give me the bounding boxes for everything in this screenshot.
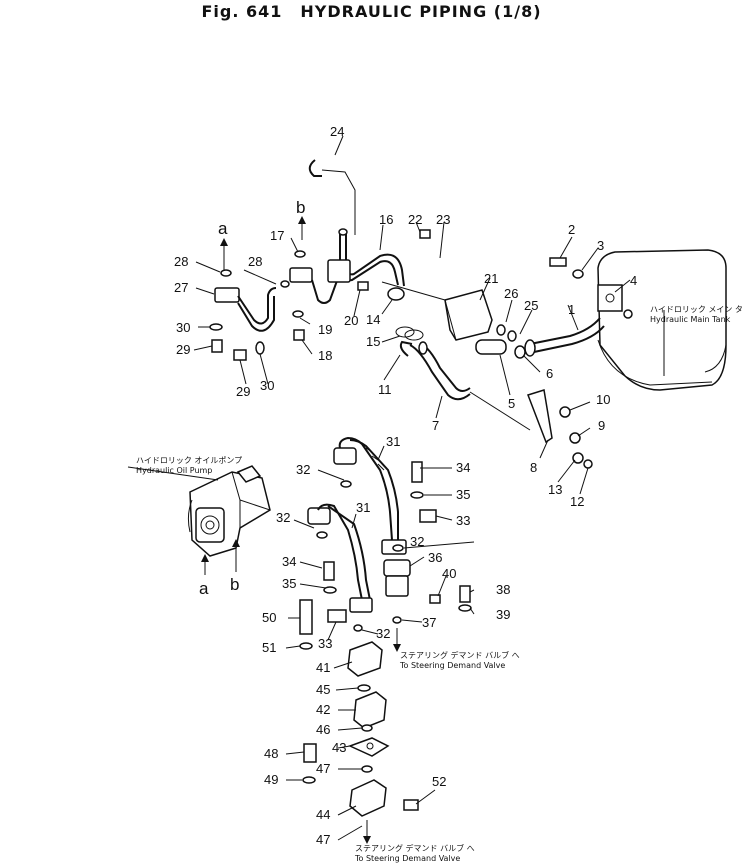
callout-3: 3: [597, 238, 604, 253]
callout-2: 2: [568, 222, 575, 237]
callout-40: 40: [442, 566, 456, 581]
note-steer2-jp: ステアリング デマンド バルブ へ: [355, 843, 475, 853]
callout-37: 37: [422, 615, 436, 630]
callout-32b: 32: [276, 510, 290, 525]
callout-18: 18: [318, 348, 332, 363]
reference-letters: a b a b: [199, 198, 305, 598]
note-steer1-jp: ステアリング デマンド バルブ へ: [400, 650, 520, 660]
note-pump-en: Hydraulic Oil Pump: [136, 466, 212, 475]
ref-a-bottom: a: [199, 579, 209, 598]
callout-32a: 32: [296, 462, 310, 477]
callout-9: 9: [598, 418, 605, 433]
callout-30b: 30: [260, 378, 274, 393]
callout-10: 10: [596, 392, 610, 407]
callout-41: 41: [316, 660, 330, 675]
reference-arrows: [201, 216, 401, 844]
callout-22: 22: [408, 212, 422, 227]
figure-name: HYDRAULIC PIPING: [300, 2, 488, 21]
hydraulic-oil-pump: [187, 465, 271, 557]
callout-38: 38: [496, 582, 510, 597]
callout-34b: 34: [282, 554, 296, 569]
note-steer1-en: To Steering Demand Valve: [399, 661, 505, 670]
callout-44: 44: [316, 807, 330, 822]
callout-36: 36: [428, 550, 442, 565]
callout-39: 39: [496, 607, 510, 622]
callout-12: 12: [570, 494, 584, 509]
note-tank-en: Hydraulic Main Tank: [650, 315, 731, 324]
callout-51: 51: [262, 640, 276, 655]
callout-47b: 47: [316, 832, 330, 847]
callout-35a: 35: [456, 487, 470, 502]
note-steer2-en: To Steering Demand Valve: [354, 854, 460, 863]
leader-lines: [127, 135, 665, 841]
callout-11: 11: [378, 382, 392, 397]
figure-title: Fig. 641 HYDRAULIC PIPING (1/8): [0, 2, 743, 21]
callout-1: 1: [568, 302, 575, 317]
callout-13: 13: [548, 482, 562, 497]
callout-19: 19: [318, 322, 332, 337]
callout-32c: 32: [410, 534, 424, 549]
part-callouts: 1 2 3 4 5 6 7 8 9 10 11 12 13 14 15 16 1…: [174, 124, 637, 847]
callout-49: 49: [264, 772, 278, 787]
callout-50: 50: [262, 610, 276, 625]
callout-5: 5: [508, 396, 515, 411]
callout-46: 46: [316, 722, 330, 737]
callout-30a: 30: [176, 320, 190, 335]
note-pump-jp: ハイドロリック オイルポンプ: [136, 456, 242, 465]
callout-31b: 31: [356, 500, 370, 515]
callout-7: 7: [432, 418, 439, 433]
callout-28b: 28: [248, 254, 262, 269]
callout-27: 27: [174, 280, 188, 295]
callout-17: 17: [270, 228, 284, 243]
callout-25: 25: [524, 298, 538, 313]
callout-16: 16: [379, 212, 393, 227]
callout-43: 43: [332, 740, 346, 755]
callout-29b: 29: [236, 384, 250, 399]
note-tank-jp: ハイドロリック メイン タンク: [650, 305, 743, 314]
callout-14: 14: [366, 312, 380, 327]
figure-number: Fig. 641: [201, 2, 283, 21]
callout-34a: 34: [456, 460, 470, 475]
callout-6: 6: [546, 366, 553, 381]
callout-45: 45: [316, 682, 330, 697]
component-notes: ハイドロリック オイルポンプ Hydraulic Oil Pump ハイドロリッ…: [136, 305, 743, 863]
callout-20: 20: [344, 313, 358, 328]
callout-29a: 29: [176, 342, 190, 357]
ref-b-bottom: b: [230, 575, 239, 594]
figure-sheet: (1/8): [493, 2, 542, 21]
callout-24: 24: [330, 124, 344, 139]
callout-33a: 33: [456, 513, 470, 528]
callout-21: 21: [484, 271, 498, 286]
callout-31a: 31: [386, 434, 400, 449]
hydraulic-main-tank: [524, 249, 727, 391]
callout-28a: 28: [174, 254, 188, 269]
lower-piping: [299, 436, 472, 817]
callout-33b: 33: [318, 636, 332, 651]
ref-a-top: a: [218, 219, 228, 238]
callout-42: 42: [316, 702, 330, 717]
callout-26: 26: [504, 286, 518, 301]
callout-48: 48: [264, 746, 278, 761]
callout-35b: 35: [282, 576, 296, 591]
callout-52: 52: [432, 774, 446, 789]
upper-piping: [209, 159, 633, 469]
callout-15: 15: [366, 334, 380, 349]
callout-47a: 47: [316, 761, 330, 776]
callout-23: 23: [436, 212, 450, 227]
callout-8: 8: [530, 460, 537, 475]
callout-4: 4: [630, 273, 637, 288]
ref-b-top: b: [296, 198, 305, 217]
callout-32d: 32: [376, 626, 390, 641]
